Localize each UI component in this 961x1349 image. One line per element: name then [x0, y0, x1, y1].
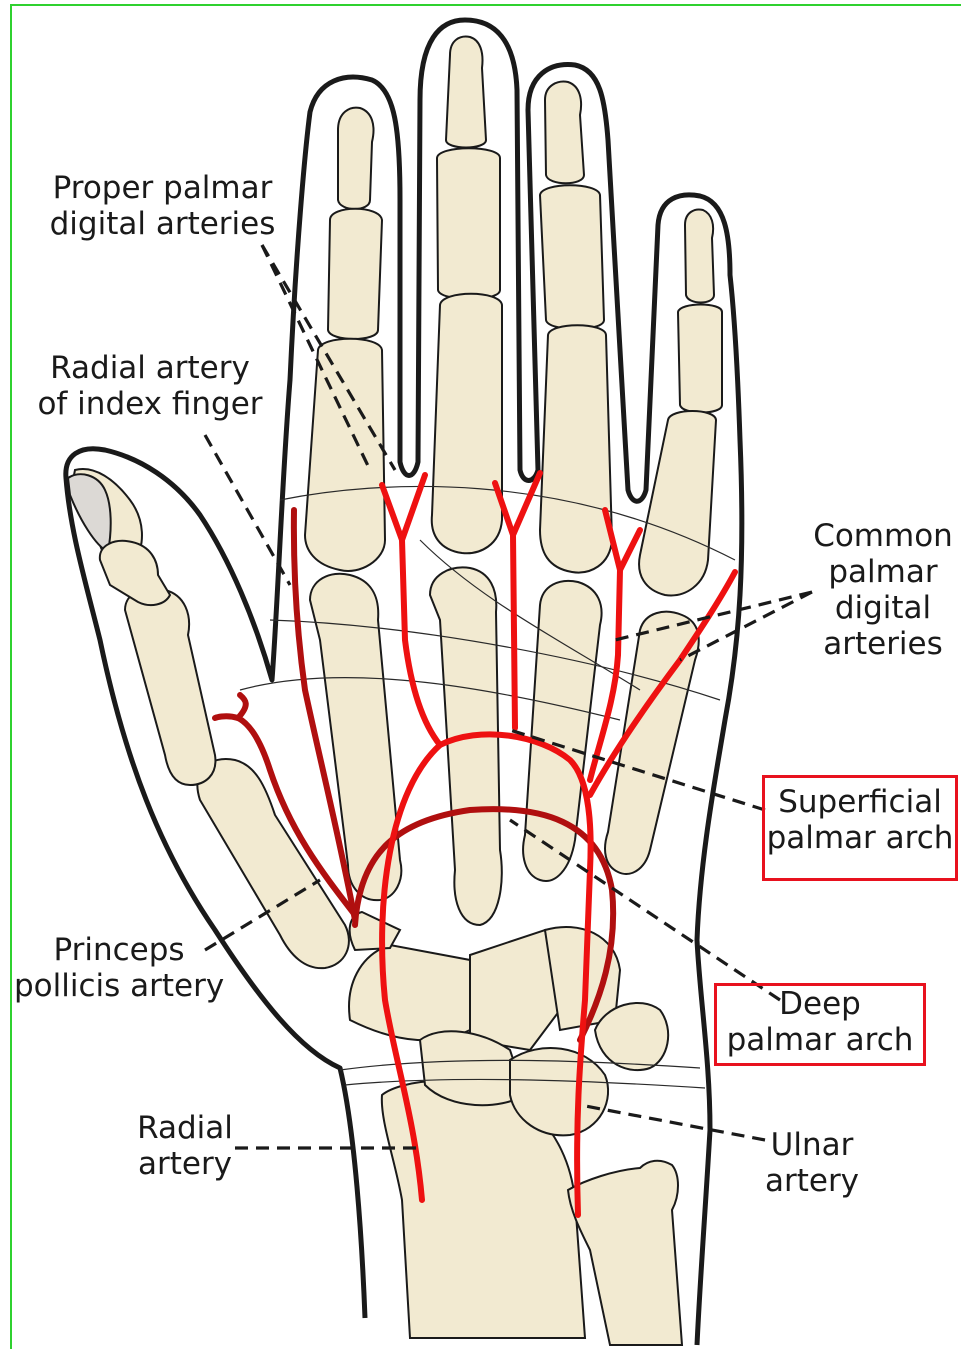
- label-line: Radial: [125, 1110, 245, 1146]
- label-line: palmar arch: [765, 820, 955, 856]
- phalanx-middle-middle: [437, 148, 500, 299]
- phalanx-middle-distal: [446, 37, 486, 148]
- label-line: palmar: [808, 554, 958, 590]
- carpal-bone-1: [349, 945, 470, 1040]
- label-line: digital: [808, 590, 958, 626]
- phalanx-thumb-proximal: [125, 588, 215, 785]
- label-proper-palmar-digital-arteries: Proper palmar digital arteries: [40, 170, 285, 242]
- phalanx-middle-proximal: [432, 294, 502, 553]
- common-digital-2: [513, 535, 515, 728]
- leader-ulnar-artery: [580, 1105, 765, 1140]
- label-line: palmar arch: [717, 1022, 923, 1058]
- common-digital-1: [402, 540, 440, 745]
- label-line: arteries: [808, 626, 958, 662]
- phalanx-ring-distal: [545, 82, 584, 184]
- label-radial-artery: Radial artery: [125, 1110, 245, 1182]
- label-deep-palmar-arch: Deep palmar arch: [714, 983, 926, 1066]
- label-line: Superficial: [765, 784, 955, 820]
- label-princeps-pollicis-artery: Princeps pollicis artery: [14, 932, 224, 1004]
- label-radial-artery-of-index-finger: Radial artery of index finger: [30, 350, 270, 422]
- phalanx-index-proximal: [305, 339, 385, 571]
- label-line: artery: [125, 1146, 245, 1182]
- ulna-bone: [568, 1161, 682, 1345]
- phalanx-ring-proximal: [540, 325, 612, 572]
- label-line: pollicis artery: [14, 968, 224, 1004]
- label-line: Princeps: [14, 932, 224, 968]
- phalanx-little-middle: [678, 305, 722, 413]
- carpal-bone-2: [470, 930, 560, 1050]
- label-line: Radial artery: [30, 350, 270, 386]
- phalanx-index-distal: [338, 108, 374, 209]
- phalanx-little-distal: [685, 210, 714, 303]
- label-line: Ulnar: [760, 1127, 864, 1163]
- phalanx-index-middle: [328, 209, 382, 339]
- label-common-palmar-digital-arteries: Common palmar digital arteries: [808, 518, 958, 662]
- label-line: Deep: [717, 986, 923, 1022]
- phalanx-thumb-middle: [100, 541, 170, 605]
- leader-common-palmar-1: [615, 592, 812, 640]
- label-line: of index finger: [30, 386, 270, 422]
- label-line: digital arteries: [40, 206, 285, 242]
- label-line: Proper palmar: [40, 170, 285, 206]
- phalanx-ring-middle: [540, 185, 604, 329]
- label-line: artery: [760, 1163, 864, 1199]
- label-line: Common: [808, 518, 958, 554]
- label-superficial-palmar-arch: Superficial palmar arch: [762, 775, 958, 881]
- label-ulnar-artery: Ulnar artery: [760, 1127, 864, 1199]
